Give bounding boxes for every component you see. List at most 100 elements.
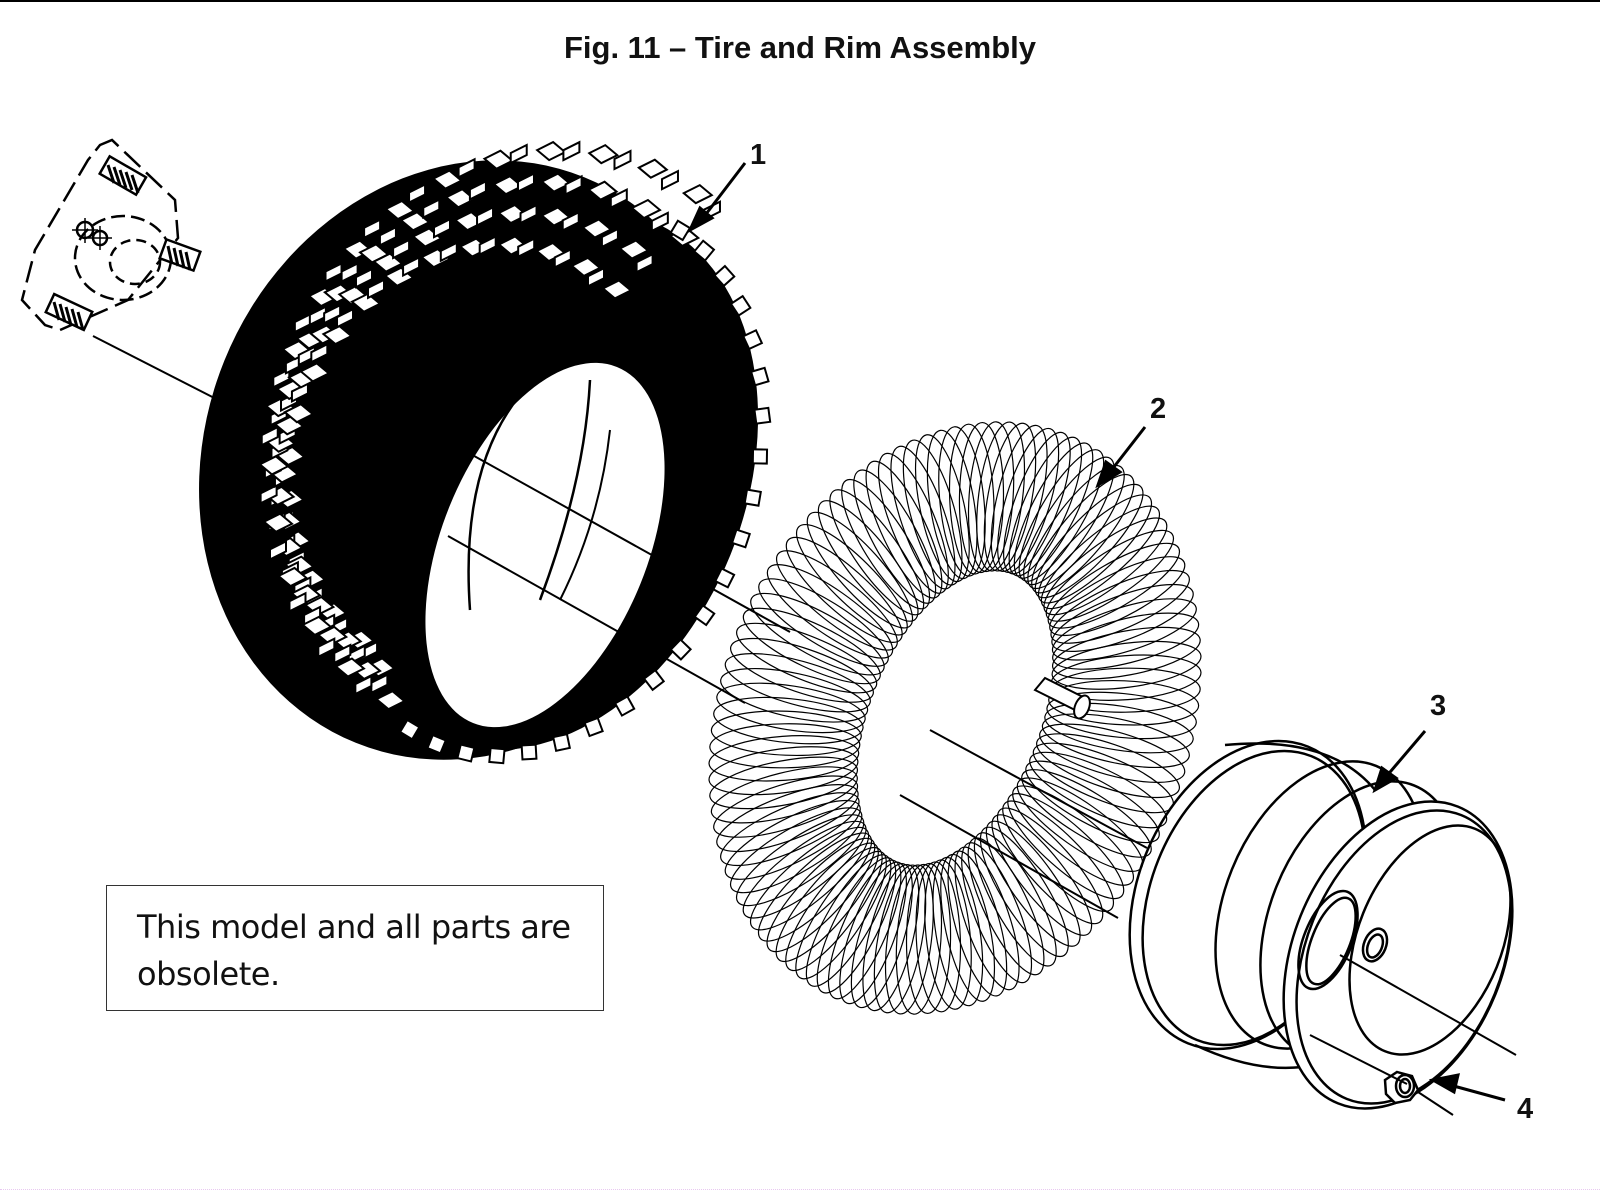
tube-coil <box>1039 723 1186 783</box>
tread-block <box>564 174 583 196</box>
tube-coil <box>1051 583 1194 652</box>
tire-tread <box>258 140 772 765</box>
tube-coil <box>932 856 984 1007</box>
tread-block <box>260 425 279 447</box>
tread-block <box>316 625 349 647</box>
tube-coil <box>817 500 919 622</box>
tube-coil <box>873 864 927 1014</box>
tread-block <box>535 140 567 162</box>
tube-coil <box>958 421 1005 574</box>
tread-lug <box>753 406 772 425</box>
tube-coil <box>938 426 986 577</box>
tube-coil <box>1049 556 1186 637</box>
tube-coil <box>991 814 1093 936</box>
tube-coil <box>1051 598 1197 661</box>
hub-stud <box>97 154 148 197</box>
tube-coil <box>716 682 866 734</box>
tread-block <box>321 324 354 346</box>
obsolete-note-box: This model and all parts are obsolete. <box>106 885 604 1011</box>
valve-stem <box>1033 676 1091 720</box>
tube-coil <box>1050 569 1190 644</box>
tread-block <box>553 247 572 270</box>
tube-coil <box>713 696 864 745</box>
tread-block <box>517 237 536 259</box>
tube-coil <box>1018 449 1105 582</box>
tube-coil <box>749 826 870 931</box>
tread-lug <box>729 294 752 317</box>
tread-lug <box>692 239 716 262</box>
tube-coil <box>1012 785 1135 886</box>
tube-coil <box>1051 640 1202 690</box>
tube-coil <box>877 452 949 594</box>
tube-coil <box>1045 529 1175 622</box>
tube-coil <box>766 837 876 953</box>
tread-block <box>262 512 294 533</box>
hub-stud <box>158 237 202 273</box>
tube-coil <box>967 421 1015 573</box>
tread-lug <box>583 716 604 738</box>
tread-lug <box>456 743 476 763</box>
tube-coil <box>1025 760 1160 844</box>
tread-lug <box>669 638 693 661</box>
tube-coil <box>884 864 934 1015</box>
tube-coil <box>724 799 861 880</box>
tread-block <box>317 637 336 659</box>
tube-coil <box>862 863 920 1012</box>
tread-block <box>378 225 397 247</box>
tread-block <box>561 210 580 232</box>
tube-coil <box>1051 626 1201 680</box>
tread-lug <box>693 604 716 627</box>
tread-block <box>334 657 366 678</box>
tread-block <box>613 149 632 171</box>
tread-block <box>587 143 620 165</box>
tread-block <box>618 239 650 260</box>
tube-coil <box>1029 751 1168 829</box>
tread-block <box>580 218 613 239</box>
tread-lug <box>751 448 769 465</box>
tube-coil <box>713 775 859 838</box>
tube-coil <box>729 637 874 703</box>
tube-coil <box>729 807 863 894</box>
tube-coil <box>816 857 897 994</box>
tread-block <box>333 643 352 665</box>
tube-coil <box>1044 702 1194 754</box>
tube-coil <box>905 862 952 1015</box>
tube-coil <box>1034 483 1144 599</box>
tread-block <box>374 689 407 711</box>
tube-coil <box>827 859 902 1000</box>
tube-coil <box>1002 800 1115 913</box>
tube-coil <box>829 489 925 616</box>
tube-coil <box>839 861 907 1005</box>
tube-coil <box>724 653 871 713</box>
tube-coil <box>890 445 956 590</box>
tube-coil <box>926 429 978 580</box>
top-rule <box>0 0 1600 2</box>
tread-block <box>367 278 386 300</box>
tread-block <box>432 217 451 239</box>
tread-lug <box>426 733 448 755</box>
tread-block <box>650 211 669 233</box>
tube-coil <box>795 850 887 980</box>
tube-coil <box>914 434 970 583</box>
tread-block <box>354 674 373 696</box>
tube-coil <box>757 832 873 942</box>
tread-lug <box>669 219 692 242</box>
tread-block <box>586 180 619 201</box>
tread-lug <box>713 567 736 589</box>
tube-coil <box>850 863 913 1009</box>
tread-block <box>476 205 495 227</box>
hub-stud <box>44 292 94 332</box>
tube-coil <box>983 422 1037 572</box>
bottom-rule <box>0 1189 1600 1190</box>
tread-lug <box>743 488 762 507</box>
tread-block <box>660 169 679 191</box>
tube-coil <box>716 784 859 853</box>
tire <box>199 140 772 765</box>
tube-coil <box>1031 473 1135 594</box>
tread-block <box>516 171 535 194</box>
tread-lug <box>613 695 636 717</box>
tread-block <box>601 279 633 300</box>
tread-block <box>422 197 441 220</box>
assembly-lines <box>92 335 1517 1116</box>
